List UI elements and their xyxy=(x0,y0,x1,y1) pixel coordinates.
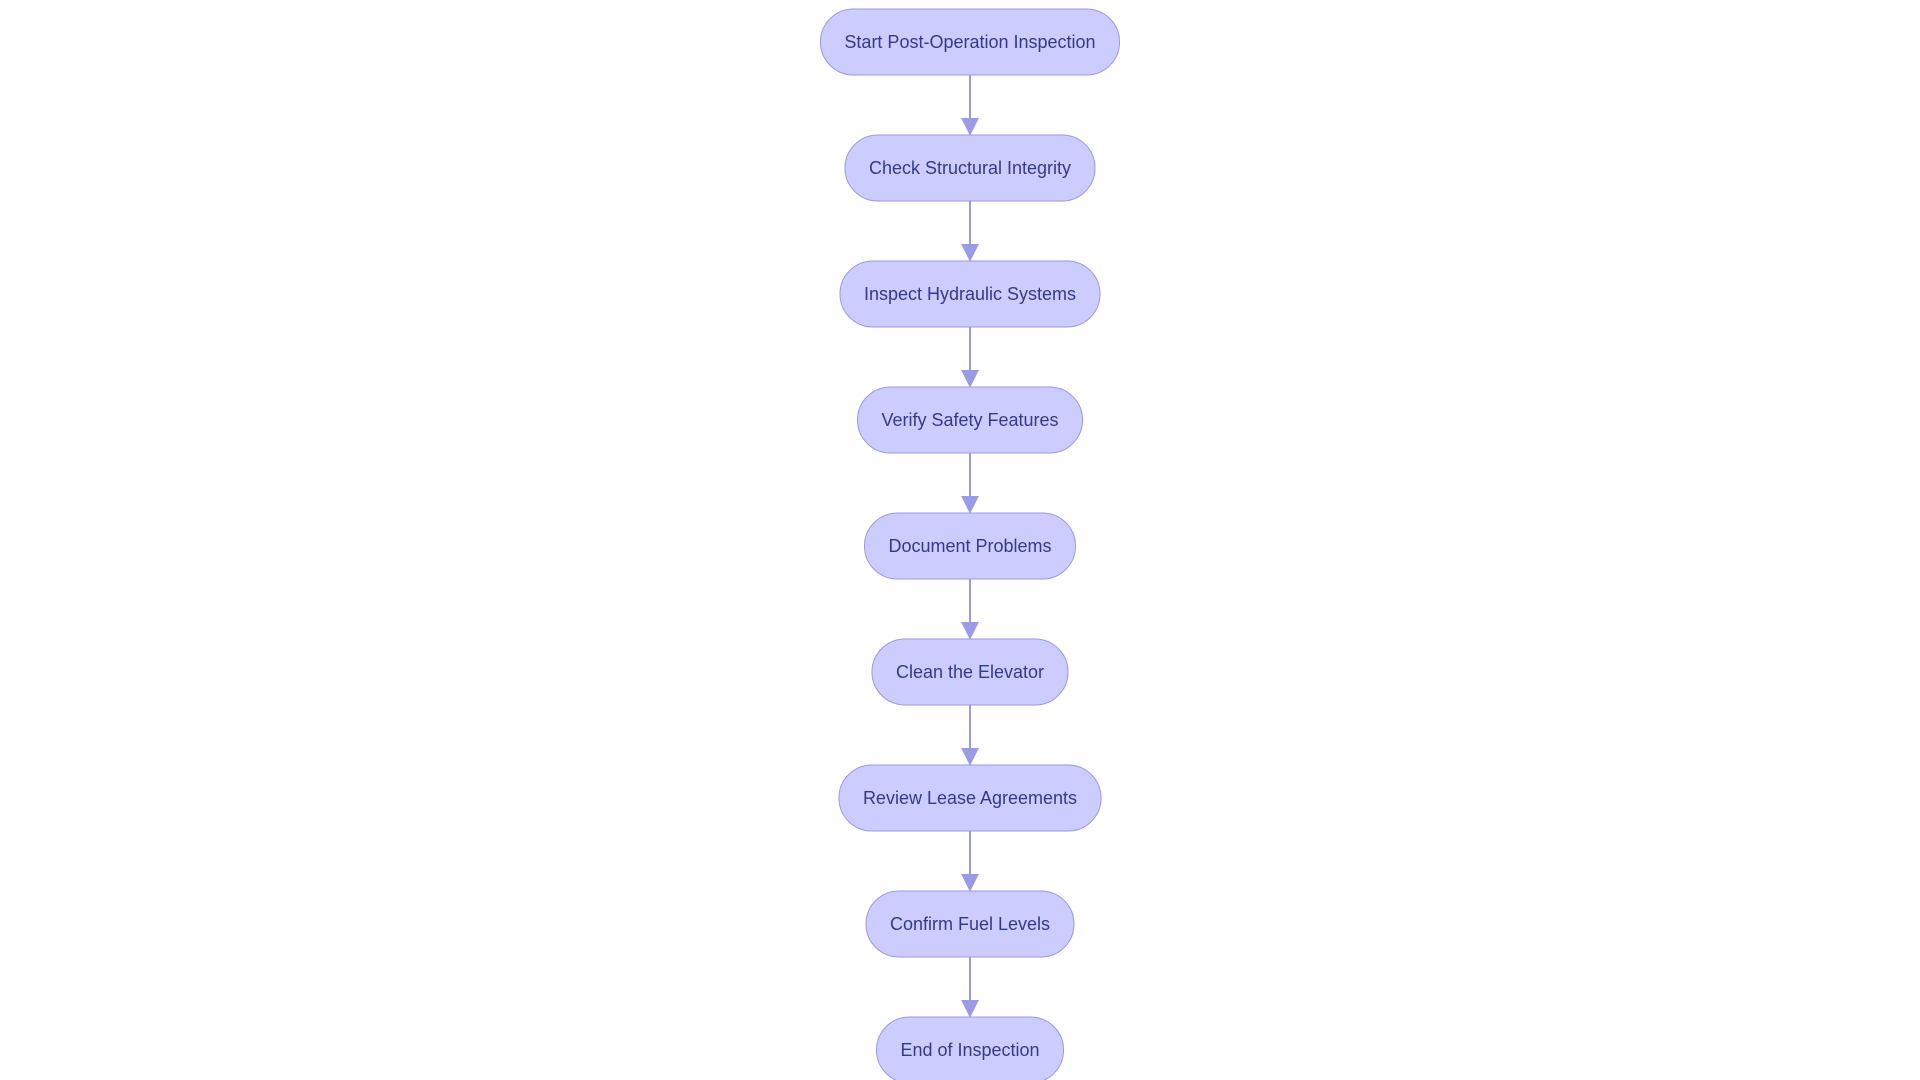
flow-node-shape xyxy=(856,386,1084,454)
flow-node-label: Check Structural Integrity xyxy=(869,158,1071,178)
flow-node-shape xyxy=(865,890,1075,958)
flow-node-label: Clean the Elevator xyxy=(896,662,1044,682)
flow-node-shape xyxy=(871,638,1069,706)
flow-node-safety: Verify Safety Features xyxy=(856,386,1084,454)
flow-node-shape xyxy=(875,1016,1065,1080)
flow-node-fuel: Confirm Fuel Levels xyxy=(865,890,1075,958)
flow-node-label: Document Problems xyxy=(888,536,1051,556)
flow-node-label: Confirm Fuel Levels xyxy=(890,914,1050,934)
flow-node-shape xyxy=(863,512,1077,580)
flow-node-structural: Check Structural Integrity xyxy=(844,134,1096,202)
flow-node-lease: Review Lease Agreements xyxy=(838,764,1102,832)
flow-node-label: End of Inspection xyxy=(900,1040,1039,1060)
flow-node-label: Verify Safety Features xyxy=(881,410,1058,430)
flow-node-shape xyxy=(839,260,1101,328)
flow-node-label: Start Post-Operation Inspection xyxy=(844,32,1095,52)
flow-node-document: Document Problems xyxy=(863,512,1077,580)
flow-node-hydraulic: Inspect Hydraulic Systems xyxy=(839,260,1101,328)
flow-node-shape xyxy=(819,8,1121,76)
flow-node-label: Inspect Hydraulic Systems xyxy=(864,284,1076,304)
flow-node-shape xyxy=(838,764,1102,832)
flow-node-end: End of Inspection xyxy=(875,1016,1065,1080)
flow-node-clean: Clean the Elevator xyxy=(871,638,1069,706)
flow-node-label: Review Lease Agreements xyxy=(863,788,1077,808)
flow-node-shape xyxy=(844,134,1096,202)
flow-node-start: Start Post-Operation Inspection xyxy=(819,8,1121,76)
